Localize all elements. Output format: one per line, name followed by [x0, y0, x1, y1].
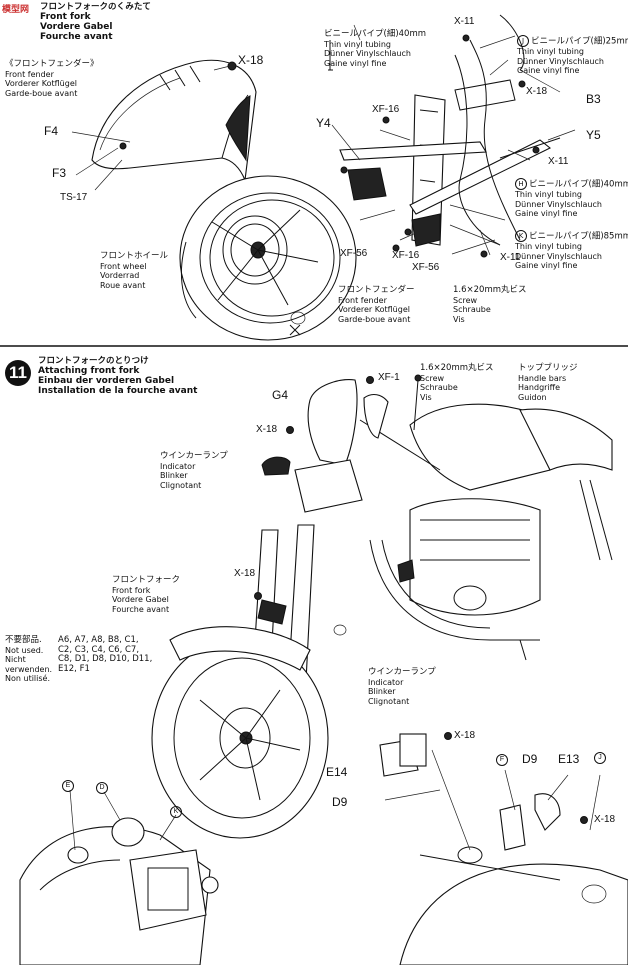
handle-bars-label: トップブリッジ Handle bars Handgriffe Guidon: [518, 363, 578, 402]
part-x11-a: X-11: [454, 16, 475, 27]
part-xf1: XF-1: [378, 372, 400, 383]
part-xf16-b: XF-16: [392, 250, 420, 261]
part-xf16-a: XF-16: [372, 104, 400, 115]
part-e14: E14: [326, 765, 348, 779]
front-fork-label: フロントフォーク Front fork Vordere Gabel Fourch…: [112, 575, 181, 614]
part-x18-inset: X-18: [594, 814, 616, 825]
part-x11-b: X-11: [548, 156, 569, 167]
part-xf56-b: XF-56: [412, 262, 440, 273]
part-f4: F4: [44, 124, 59, 138]
part-x18-b: X-18: [526, 86, 548, 97]
step10-title: フロントフォークのくみたて Front fork Vordere Gabel F…: [40, 2, 151, 42]
step11-number: 11: [5, 360, 31, 386]
indicator-label-2: ウインカーランプ Indicator Blinker Clignotant: [368, 667, 436, 706]
part-y5: Y5: [586, 128, 601, 142]
fork-assembly-drawing: [328, 14, 576, 256]
front-fender-drawing: [71, 59, 257, 191]
front-fender-label-2: フロントフェンダー Front fender Vorderer Kotflüge…: [338, 285, 415, 324]
not-used-labels: 不要部品. Not used. Nicht verwenden. Non uti…: [5, 635, 53, 683]
part-ts17: TS-17: [60, 192, 88, 203]
motorcycle-drawing: [151, 374, 613, 839]
part-circle-e: E: [62, 780, 76, 792]
front-wheel-label: フロントホイール Front wheel Vorderrad Roue avan…: [100, 251, 169, 290]
part-circle-j: J: [517, 35, 529, 47]
step11-bolts: [254, 376, 588, 824]
part-g4: G4: [272, 388, 289, 402]
screw-label-step11: 1.6×20mm丸ビス Screw Schraube Vis: [420, 363, 494, 402]
part-y4: Y4: [316, 116, 331, 130]
part-x18-fender: X-18: [238, 53, 264, 67]
step11-title: フロントフォークのとりつけ Attaching front fork Einba…: [38, 356, 198, 396]
inset-right-drawing: [379, 733, 628, 965]
part-circle-k-step11: K: [170, 806, 184, 818]
part-d9-left: D9: [332, 795, 348, 809]
part-xf56-a: XF-56: [340, 248, 368, 259]
part-x18-fork: X-18: [234, 568, 256, 579]
part-circle-h: H: [515, 178, 527, 190]
indicator-label-1: ウインカーランプ Indicator Blinker Clignotant: [160, 451, 228, 490]
part-f3: F3: [52, 166, 67, 180]
part-circle-k: K: [515, 230, 527, 242]
front-fender-label: 《フロントフェンダー》 Front fender Vorderer Kotflü…: [5, 59, 99, 98]
inset-left-drawing: [19, 789, 219, 965]
vinyl-tubing-40-top: ビニールパイプ(細)40mm Thin vinyl tubing Dünner …: [324, 29, 427, 68]
part-b3: B3: [586, 92, 601, 106]
screw-label-step10: 1.6×20mm丸ビス Screw Schraube Vis: [453, 285, 527, 324]
part-e13: E13: [558, 752, 580, 766]
part-x18-indicator: X-18: [454, 730, 476, 741]
part-circle-j-step11: J: [594, 752, 608, 764]
step10-bolts: [119, 34, 540, 258]
part-x11-c: X-11: [500, 252, 521, 263]
part-circle-f: F: [496, 754, 510, 766]
part-circle-d: D: [96, 782, 110, 794]
front-wheel-drawing: [179, 175, 357, 341]
part-x18-windscreen: X-18: [256, 424, 278, 435]
watermark: 模型网: [2, 5, 30, 15]
not-used-parts-list: A6, A7, A8, B8, C1, C2, C3, C4, C6, C7, …: [58, 635, 153, 674]
part-d9-right: D9: [522, 752, 538, 766]
